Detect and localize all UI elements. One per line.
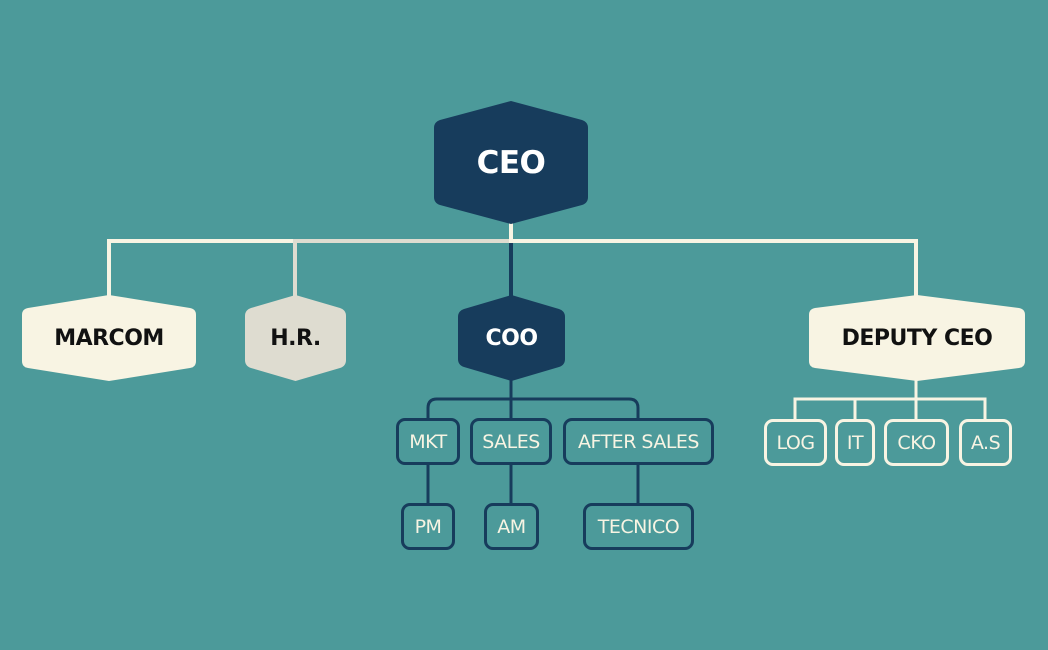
sales-label: SALES: [482, 430, 540, 453]
deputy-ceo-node: DEPUTY CEO: [809, 295, 1025, 381]
sales-node: SALES: [470, 418, 552, 465]
after-sales-label: AFTER SALES: [577, 430, 700, 453]
it-node: IT: [835, 419, 875, 466]
tecnico-label: TECNICO: [597, 515, 680, 538]
pm-node: PM: [401, 503, 455, 550]
hexagon-shape: [809, 295, 1025, 381]
marcom-node: MARCOM: [22, 295, 196, 381]
hexagon-shape: [22, 295, 196, 381]
mkt-label: MKT: [409, 430, 447, 453]
as-label: A.S: [970, 431, 1001, 454]
it-label: IT: [846, 431, 864, 454]
log-label: LOG: [776, 431, 815, 454]
coo-node: COO: [458, 295, 565, 381]
log-node: LOG: [764, 419, 827, 466]
hr-label: H.R.: [270, 325, 321, 351]
hexagon-shape: [458, 295, 565, 381]
after-sales-node: AFTER SALES: [563, 418, 714, 465]
am-label: AM: [497, 515, 526, 538]
marcom-label: MARCOM: [54, 325, 164, 351]
tecnico-node: TECNICO: [583, 503, 694, 550]
hr-node: H.R.: [245, 295, 346, 381]
ceo-label: CEO: [476, 144, 546, 181]
coo-label: COO: [485, 325, 538, 351]
hexagon-shape: [245, 295, 346, 381]
deputy-ceo-label: DEPUTY CEO: [841, 325, 993, 351]
am-node: AM: [484, 503, 539, 550]
cko-node: CKO: [884, 419, 949, 466]
as-node: A.S: [959, 419, 1012, 466]
mkt-node: MKT: [396, 418, 460, 465]
ceo-node: CEO: [434, 101, 588, 224]
cko-label: CKO: [897, 431, 936, 454]
hexagon-shape: [434, 101, 588, 224]
pm-label: PM: [414, 515, 442, 538]
